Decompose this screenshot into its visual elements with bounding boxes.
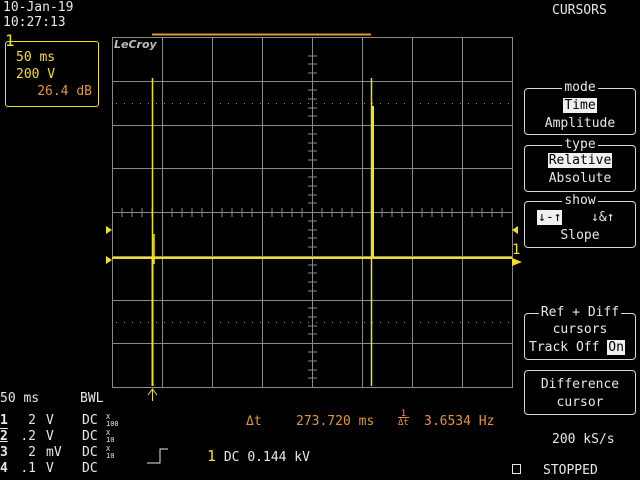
difference-cursor-button[interactable]: Difference cursor — [524, 370, 636, 415]
date-label: 10-Jan-19 — [3, 0, 74, 15]
channel-2-volts: .2 — [20, 429, 36, 444]
menu-title: CURSORS — [552, 3, 607, 18]
track-option-on[interactable]: On — [607, 340, 625, 355]
difference-cursor-line1: Difference — [540, 377, 620, 392]
mode-option-time[interactable]: Time — [563, 98, 597, 113]
right-ground-marker — [512, 258, 522, 266]
channel-3-unit: mV — [46, 445, 62, 460]
brand-logo: LeCroy — [114, 38, 157, 51]
inverse-numerator: 1 — [400, 409, 407, 419]
type-menu-title: type — [562, 137, 598, 152]
ref-diff-menu-title: Ref + Diff — [538, 305, 622, 320]
trigger-edge-icon — [147, 448, 168, 464]
trigger-channel: 1 — [207, 447, 217, 465]
trace1-timebase: 50 ms — [16, 50, 56, 65]
bottom-timebase: 50 ms — [0, 391, 40, 406]
trace1-value: 26.4 dB — [37, 84, 92, 99]
ground-marker-label: 1 — [512, 242, 521, 258]
type-option-relative[interactable]: Relative — [547, 153, 613, 168]
channel-3-volts: 2 — [28, 445, 36, 460]
cursor-arrow-icon — [147, 388, 158, 401]
channel-2-probe-factor: 10 — [106, 435, 115, 444]
channel-3-probe-x: X — [106, 444, 111, 453]
trace1-info-box[interactable]: 50 ms 200 V 26.4 dB — [5, 41, 99, 107]
track-label: Track — [529, 340, 569, 355]
channel-4-unit: V — [46, 461, 54, 476]
inverse-denominator: Δt — [398, 417, 409, 428]
channel-1-coupling: DC — [82, 413, 98, 428]
left-trigger-marker — [106, 226, 112, 234]
difference-cursor-line2: cursor — [556, 395, 604, 410]
track-option-off[interactable]: Off — [575, 340, 600, 355]
status-square-icon — [512, 464, 521, 474]
sample-rate: 200 kS/s — [552, 432, 615, 447]
channel-1-number: 1 — [0, 413, 8, 428]
trace1-waveform — [112, 78, 512, 386]
acquisition-status: STOPPED — [543, 463, 598, 478]
channel-2-coupling: DC — [82, 429, 98, 444]
channel-4-coupling: DC — [82, 461, 98, 476]
trace1-volts: 200 V — [16, 67, 56, 82]
channel-3-number: 3 — [0, 445, 8, 460]
mode-menu-title: mode — [562, 80, 598, 95]
frequency-value: 3.6534 Hz — [424, 414, 495, 429]
channel-2-probe-x: X — [106, 428, 111, 437]
show-option-both[interactable]: ↓&↑ — [591, 210, 615, 225]
type-option-absolute[interactable]: Absolute — [548, 171, 612, 186]
channel-row-4[interactable]: 4 .1 V DC — [0, 461, 106, 476]
trigger-level: 0.144 kV — [247, 450, 310, 465]
right-trigger-marker — [512, 226, 518, 234]
channel-4-volts: .1 — [20, 461, 36, 476]
channel-1-probe-factor: 100 — [106, 419, 119, 428]
ref-diff-cursors-label: cursors — [552, 322, 608, 337]
channel-2-unit: V — [46, 429, 54, 444]
channel-4-number: 4 — [0, 461, 8, 476]
trigger-info[interactable]: 1 DC 0.144 kV — [207, 447, 310, 465]
ref-diff-menu[interactable]: Ref + Diff cursors Track Off On — [524, 305, 636, 360]
show-menu-title: show — [562, 193, 598, 208]
trace1-label: 1 — [5, 31, 15, 50]
channel-3-probe-factor: 10 — [106, 451, 115, 460]
type-menu[interactable]: type Relative Absolute — [524, 137, 636, 192]
channel-1-unit: V — [46, 413, 54, 428]
trigger-coupling: DC — [223, 450, 240, 465]
graticule — [112, 37, 513, 388]
bwl-label: BWL — [80, 391, 104, 406]
show-option-cursor-pair[interactable]: ↓-↑ — [537, 210, 563, 225]
mode-menu[interactable]: mode Time Amplitude — [524, 80, 636, 135]
left-ground-marker — [106, 256, 112, 264]
delta-t-label: Δt — [246, 414, 262, 429]
delta-t-value: 273.720 ms — [296, 414, 375, 429]
channel-1-volts: 2 — [28, 413, 36, 428]
show-menu[interactable]: show ↓-↑ ↓&↑ Slope — [524, 193, 636, 248]
show-option-slope[interactable]: Slope — [560, 228, 600, 243]
channel-2-number: 2 — [0, 429, 8, 444]
mode-option-amplitude[interactable]: Amplitude — [544, 116, 616, 131]
channel-1-probe-x: X — [106, 412, 111, 421]
time-label: 10:27:13 — [3, 15, 66, 30]
center-axis-ticks — [121, 55, 503, 379]
channel-3-coupling: DC — [82, 445, 98, 460]
